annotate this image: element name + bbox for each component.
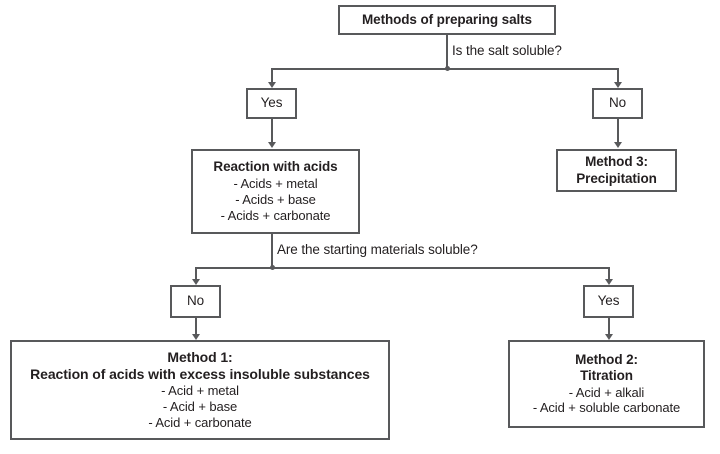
node-method-1-line-2: Reaction of acids with excess insoluble … <box>30 366 370 383</box>
node-yes-soluble: Yes <box>246 88 297 119</box>
node-reaction-with-acids: Reaction with acids - Acids + metal - Ac… <box>191 149 360 234</box>
connector-no-to-method1 <box>195 318 197 335</box>
connector-root-stem <box>446 35 448 69</box>
node-method-1-item-3: - Acid + carbonate <box>148 415 252 430</box>
node-method-1-item-2: - Acid + base <box>162 399 238 415</box>
node-method-2-line-2: Titration <box>580 368 633 384</box>
node-root: Methods of preparing salts <box>338 5 556 35</box>
connector-to-no-soluble <box>617 68 619 83</box>
node-no-starting-label: No <box>186 293 205 309</box>
connector-no-to-method3 <box>617 119 619 143</box>
connector-to-yes-soluble <box>271 68 273 83</box>
node-no-starting: No <box>170 285 221 318</box>
arrowhead-to-yes-soluble <box>268 82 276 88</box>
node-reaction-with-acids-line-1: - Acids + metal <box>233 175 318 191</box>
node-no-soluble: No <box>592 88 643 119</box>
node-reaction-with-acids-line-2: - Acids + base <box>235 191 316 207</box>
connector-split-2 <box>195 267 610 269</box>
edge-label-question-2: Are the starting materials soluble? <box>277 242 478 257</box>
node-yes-starting-label: Yes <box>597 293 620 309</box>
node-method-1: Method 1: Reaction of acids with excess … <box>10 340 390 440</box>
node-reaction-with-acids-line-3: - Acids + carbonate <box>220 207 331 223</box>
connector-reaction-stem <box>271 234 273 268</box>
node-reaction-with-acids-title: Reaction with acids <box>213 159 338 175</box>
node-method-3-line-2: Precipitation <box>576 170 657 186</box>
node-no-soluble-label: No <box>608 95 627 111</box>
arrowhead-to-no-soluble <box>614 82 622 88</box>
node-method-1-item-1: - Acid + metal <box>161 383 239 399</box>
arrowhead-to-yes-starting <box>605 279 613 285</box>
connector-to-no-starting <box>195 267 197 280</box>
connector-split-1 <box>271 68 618 70</box>
node-yes-starting: Yes <box>583 285 634 318</box>
node-method-2-line-1: Method 2: <box>575 351 638 367</box>
node-yes-soluble-label: Yes <box>260 95 283 111</box>
arrowhead-yes-to-reaction <box>268 142 276 148</box>
node-method-3-line-1: Method 3: <box>585 154 648 170</box>
node-method-2: Method 2: Titration - Acid + alkali - Ac… <box>508 340 705 428</box>
connector-yes-to-reaction <box>271 119 273 143</box>
node-root-label: Methods of preparing salts <box>362 11 532 27</box>
node-method-3: Method 3: Precipitation <box>556 149 677 192</box>
node-method-1-line-1: Method 1: <box>167 349 233 366</box>
connector-yes-to-method2 <box>608 318 610 335</box>
node-method-2-item-1: - Acid + alkali <box>568 384 645 400</box>
connector-to-yes-starting <box>608 267 610 280</box>
arrowhead-no-to-method1 <box>192 334 200 340</box>
node-method-2-item-2: - Acid + soluble carbonate <box>532 400 681 416</box>
arrowhead-to-no-starting <box>192 279 200 285</box>
edge-label-question-1: Is the salt soluble? <box>452 43 562 58</box>
arrowhead-no-to-method3 <box>614 142 622 148</box>
arrowhead-yes-to-method2 <box>605 334 613 340</box>
